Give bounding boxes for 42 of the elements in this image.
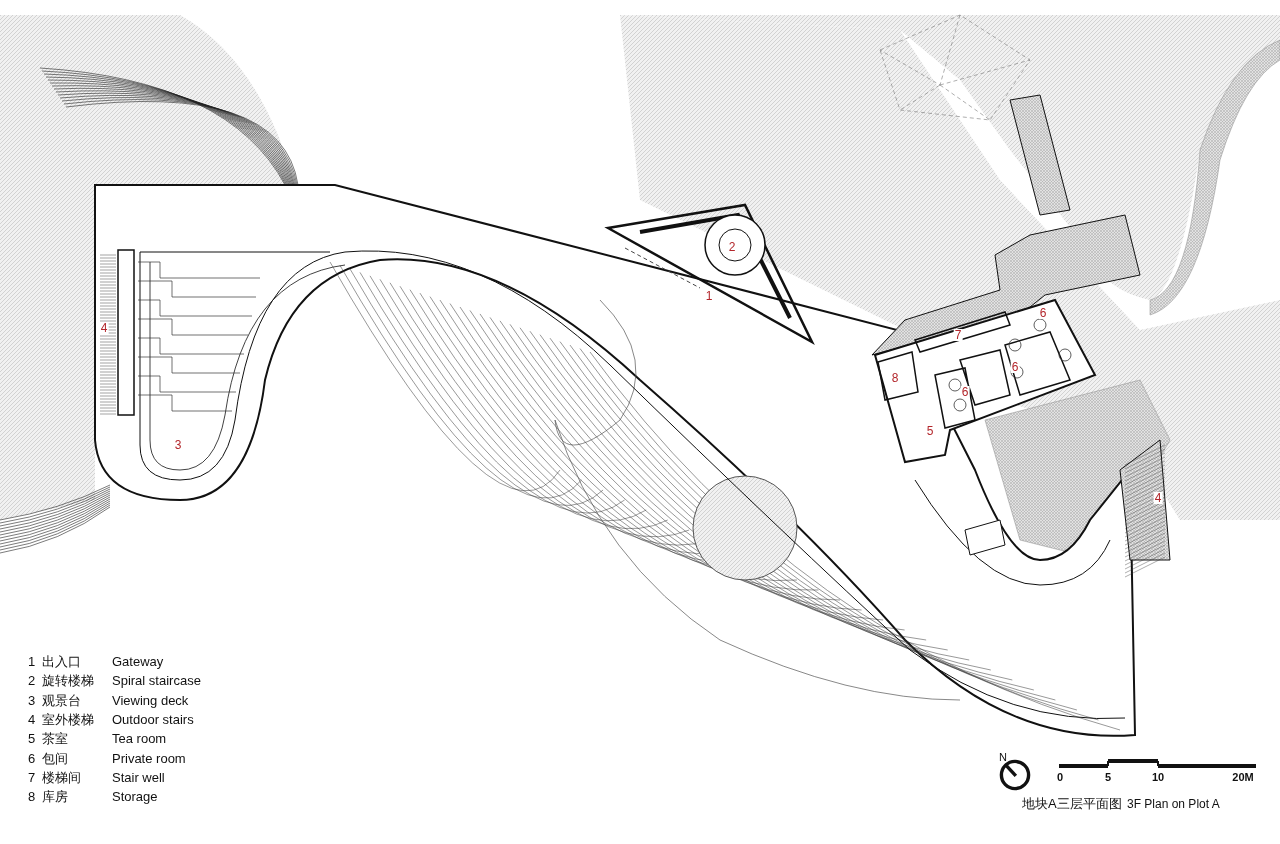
room-number: 3	[173, 439, 183, 451]
legend-chinese-name: 茶室	[42, 732, 68, 746]
room-number: 7	[953, 329, 963, 341]
legend-english-name: Viewing deck	[112, 693, 189, 707]
legend-chinese-name: 室外楼梯	[42, 712, 94, 726]
scale-tick-label: 0	[1056, 772, 1064, 783]
legend-number: 5	[28, 732, 36, 746]
room-number: 6	[1038, 307, 1048, 319]
legend-chinese-name: 观景台	[42, 693, 81, 707]
room-number: 2	[727, 241, 737, 253]
legend-chinese-name: 出入口	[42, 655, 81, 668]
legend-chinese-name: 包间	[42, 751, 68, 765]
room-number: 4	[1153, 492, 1163, 504]
north-label: N	[999, 752, 1007, 763]
scale-tick-label: 10	[1151, 772, 1165, 783]
legend-english-name: Storage	[112, 790, 158, 804]
legend-number: 2	[28, 674, 36, 688]
legend-chinese-name: 旋转楼梯	[42, 674, 94, 688]
plan-title-english: 3F Plan on Plot A	[1127, 798, 1220, 810]
legend-english-name: Spiral staircase	[112, 674, 201, 688]
room-number: 4	[99, 322, 109, 334]
room-number: 5	[925, 425, 935, 437]
plan-title: 地块A三层平面图	[1022, 797, 1122, 810]
legend-english-name: Outdoor stairs	[112, 712, 194, 726]
scale-tick-label: 5	[1104, 772, 1112, 783]
legend-chinese-name: 楼梯间	[42, 770, 81, 784]
room-number: 6	[960, 386, 970, 398]
legend-english-name: Tea room	[112, 732, 167, 746]
room-number: 8	[890, 372, 900, 384]
legend-number: 7	[28, 770, 36, 784]
room-number: 1	[704, 290, 714, 302]
scale-tick-label: 20M	[1232, 772, 1254, 783]
legend-number: 3	[28, 693, 36, 707]
legend-number: 1	[28, 655, 36, 668]
legend-number: 4	[28, 712, 36, 726]
legend-english-name: Stair well	[112, 770, 165, 784]
legend-chinese-name: 库房	[42, 790, 68, 804]
legend-number: 8	[28, 790, 36, 804]
legend-number: 6	[28, 751, 36, 765]
legend-english-name: Private room	[112, 751, 186, 765]
legend-english-name: Gateway	[112, 655, 164, 668]
room-number: 6	[1010, 361, 1020, 373]
